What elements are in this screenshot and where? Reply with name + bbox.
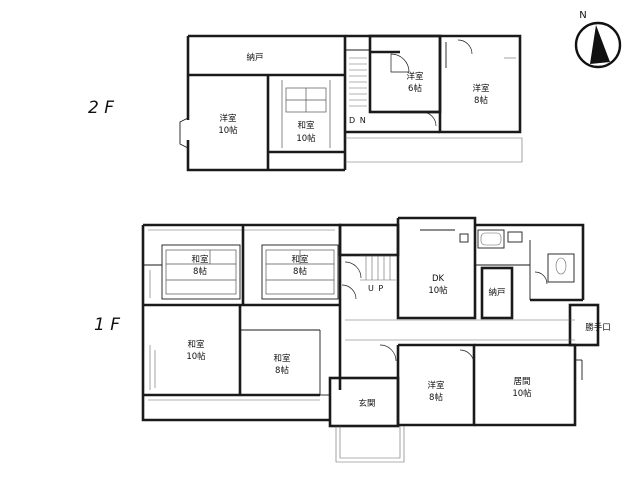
stair-label-up: U P <box>368 284 384 293</box>
room-1f-western8-size: 8帖 <box>429 392 443 403</box>
room-2f-western10-size: 10帖 <box>218 125 238 136</box>
compass: N <box>574 10 622 69</box>
room-1f-japanese8c-size: 8帖 <box>275 365 289 376</box>
room-1f-dk-name: DK <box>432 274 445 284</box>
room-1f-japanese8a-name: 和室 <box>191 254 209 265</box>
room-2f-western6-name: 洋室 <box>406 71 424 82</box>
compass-ring <box>574 21 622 69</box>
room-2f-western8-size: 8帖 <box>474 95 488 106</box>
stair-label-down: D N <box>349 116 367 125</box>
room-1f-living-name: 居間 <box>513 377 530 387</box>
compass-needle-icon <box>590 25 610 64</box>
tatami-2f <box>281 80 331 148</box>
room-1f-japanese8b-name: 和室 <box>291 254 309 265</box>
room-2f-western10-name: 洋室 <box>219 113 237 124</box>
room-2f-storage: 納戸 <box>246 52 263 63</box>
room-1f-western8-name: 洋室 <box>427 380 445 391</box>
room-2f-western8-name: 洋室 <box>472 83 490 94</box>
room-1f-storage: 納戸 <box>488 287 505 298</box>
floor-label-1f: 1 F <box>94 315 120 335</box>
stairs-2f <box>349 57 367 107</box>
compass-north-label: N <box>579 10 586 21</box>
room-1f-japanese10-name: 和室 <box>187 339 205 350</box>
room-2f-western6-size: 6帖 <box>408 83 422 94</box>
room-2f-japanese10-size: 10帖 <box>296 133 316 144</box>
room-1f-back-door: 勝手口 <box>585 322 611 333</box>
room-1f-entrance: 玄関 <box>358 398 375 409</box>
room-2f-japanese10-name: 和室 <box>297 120 315 131</box>
second-floor-plan <box>179 34 523 172</box>
room-1f-dk-size: 10帖 <box>428 285 448 296</box>
room-1f-living-size: 10帖 <box>512 388 532 399</box>
room-1f-japanese8a-size: 8帖 <box>193 266 207 277</box>
room-1f-japanese8b-size: 8帖 <box>293 266 307 277</box>
stairs-1f <box>360 255 396 281</box>
room-1f-japanese10-size: 10帖 <box>186 351 206 362</box>
floor-label-2f: 2 F <box>88 98 114 118</box>
first-floor-plan <box>141 216 600 463</box>
room-1f-japanese8c-name: 和室 <box>273 353 291 364</box>
